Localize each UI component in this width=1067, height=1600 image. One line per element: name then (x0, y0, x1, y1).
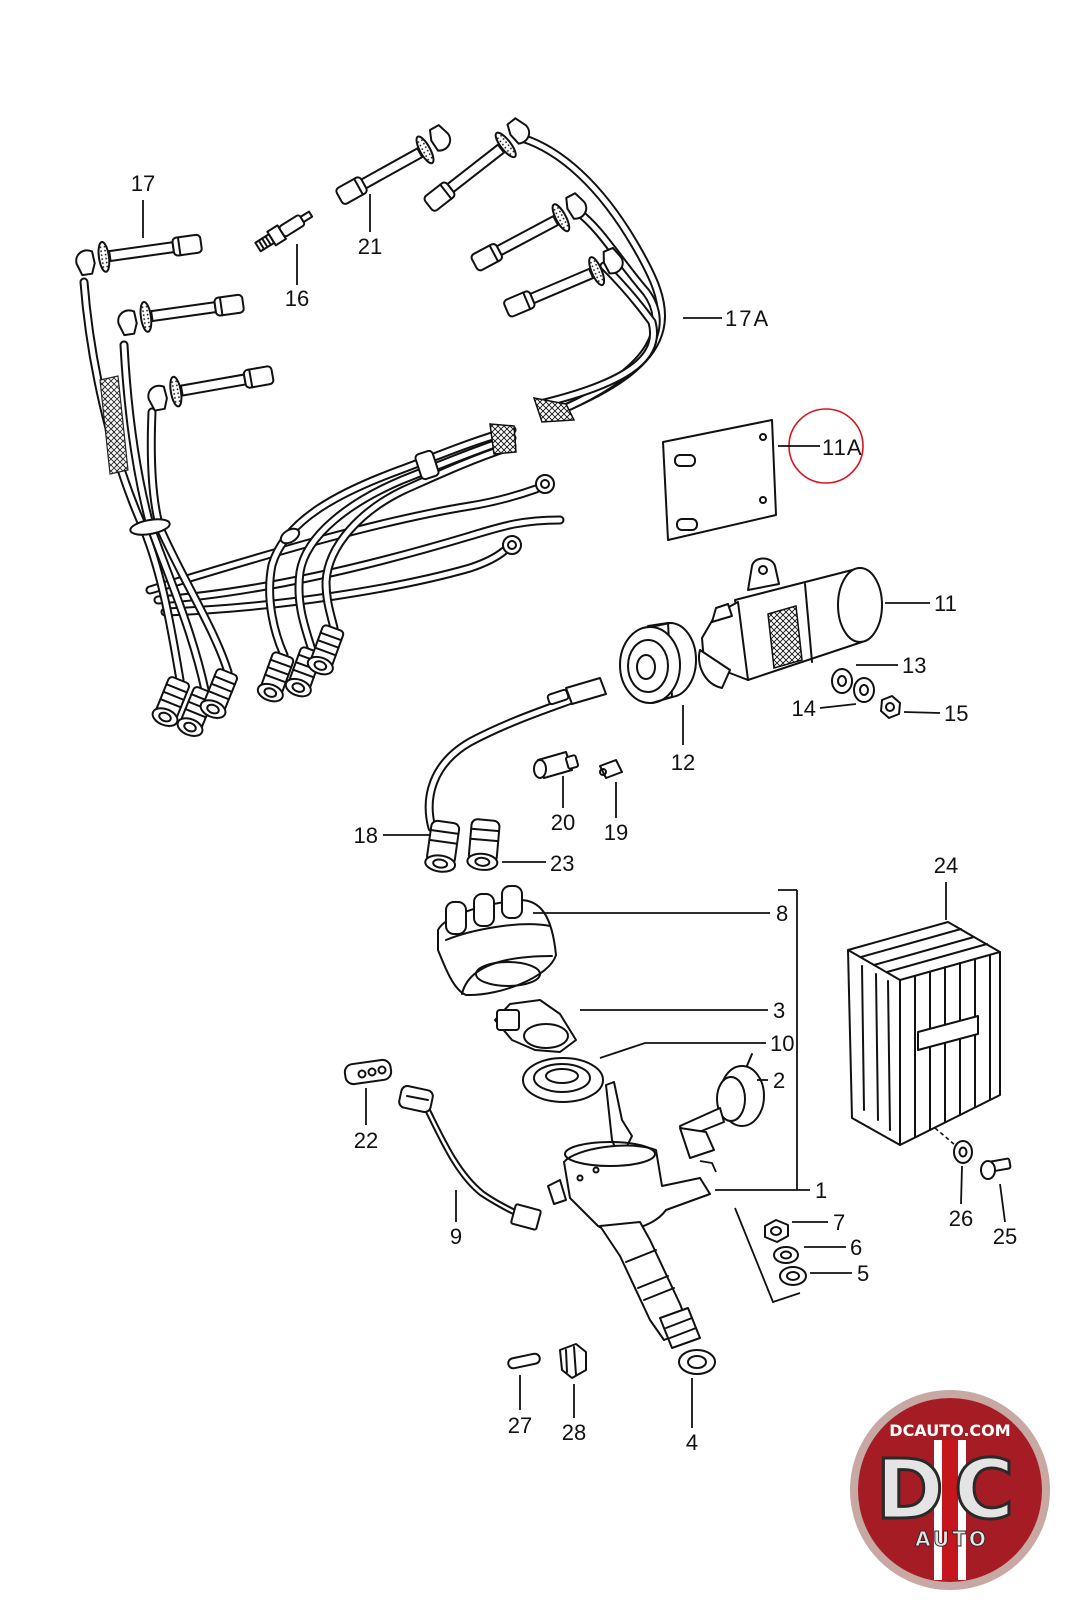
plug-connector-17[interactable] (73, 227, 205, 277)
nut-15[interactable] (880, 695, 901, 719)
ignition-coil-11[interactable] (698, 557, 883, 689)
callout-12: 12 (671, 750, 695, 775)
leader-lines (142, 194, 1006, 1428)
washer-14[interactable] (853, 677, 875, 703)
callout-13: 13 (902, 653, 926, 678)
control-unit-24[interactable] (847, 921, 1001, 1146)
washer-4[interactable] (678, 1349, 716, 1375)
callout-28: 28 (562, 1420, 586, 1445)
logo-site-text: DCAUTO.COM (889, 1421, 1010, 1440)
callout-19: 19 (604, 820, 628, 845)
plug-connector-right-2[interactable] (466, 190, 594, 279)
coil-wire-18[interactable] (423, 677, 607, 875)
washer-26[interactable] (953, 1140, 973, 1164)
plug-connector-left-2[interactable] (115, 287, 247, 337)
washer-6[interactable] (773, 1246, 799, 1264)
screw-25[interactable] (980, 1157, 1012, 1180)
connector-block-22[interactable] (343, 1058, 393, 1086)
callout-4: 4 (686, 1430, 698, 1455)
callout-25: 25 (993, 1224, 1017, 1249)
callout-11: 11 (934, 591, 957, 616)
washer-5[interactable] (779, 1266, 807, 1286)
terminal-cap-20[interactable] (533, 751, 579, 779)
callout-8: 8 (776, 901, 788, 926)
logo-word: AUTO (915, 1527, 989, 1551)
clip-19[interactable] (599, 759, 623, 779)
callout-9: 9 (450, 1224, 462, 1249)
callout-5: 5 (857, 1261, 869, 1286)
rotor-3[interactable] (494, 999, 577, 1053)
callout-16: 16 (285, 286, 309, 311)
dcauto-logo[interactable]: DCAUTO.COM DC AUTO (850, 1390, 1050, 1590)
seal-ring-10[interactable] (522, 1057, 604, 1103)
callout-27: 27 (508, 1413, 532, 1438)
callout-26: 26 (949, 1206, 973, 1231)
callout-10: 10 (770, 1031, 794, 1056)
callout-1: 1 (815, 1178, 827, 1203)
callout-24: 24 (934, 853, 958, 878)
callout-14: 14 (792, 696, 816, 721)
callout-11A: 11A (822, 435, 863, 460)
plug-connector-right-3[interactable] (499, 245, 630, 325)
ignition-wire-harness (73, 114, 662, 741)
callout-17: 17 (131, 171, 155, 196)
callout-20: 20 (551, 810, 575, 835)
mounting-plate-11A[interactable] (662, 419, 777, 541)
pin-27[interactable] (507, 1352, 541, 1370)
callout-6: 6 (850, 1235, 862, 1260)
plug-connector-left-3[interactable] (144, 358, 276, 413)
assembly-axis-26 (934, 1127, 956, 1146)
nut-7[interactable] (764, 1219, 789, 1243)
callout-15: 15 (944, 701, 968, 726)
vacuum-unit-2[interactable] (679, 1053, 765, 1159)
callout-17A: 17A (725, 306, 770, 331)
drive-dog-28[interactable] (559, 1343, 587, 1379)
wire-9[interactable] (398, 1085, 542, 1231)
callout-18: 18 (354, 823, 378, 848)
callout-labels: 17 21 16 17A 11A 11 13 14 15 12 20 19 18… (131, 171, 1017, 1455)
callout-21: 21 (358, 234, 382, 259)
boot-23[interactable] (465, 817, 502, 873)
callout-7: 7 (833, 1210, 845, 1235)
callout-3: 3 (773, 998, 785, 1023)
spark-plug-16[interactable] (254, 207, 315, 253)
callout-23: 23 (550, 851, 574, 876)
distributor-cap-8[interactable] (437, 885, 557, 997)
logo-letters: DC (876, 1443, 1024, 1538)
coil-cap-12[interactable] (619, 622, 697, 704)
callout-2: 2 (773, 1068, 785, 1093)
distributor-body-1[interactable] (547, 1081, 711, 1349)
callout-22: 22 (354, 1128, 378, 1153)
washer-13[interactable] (831, 668, 853, 694)
